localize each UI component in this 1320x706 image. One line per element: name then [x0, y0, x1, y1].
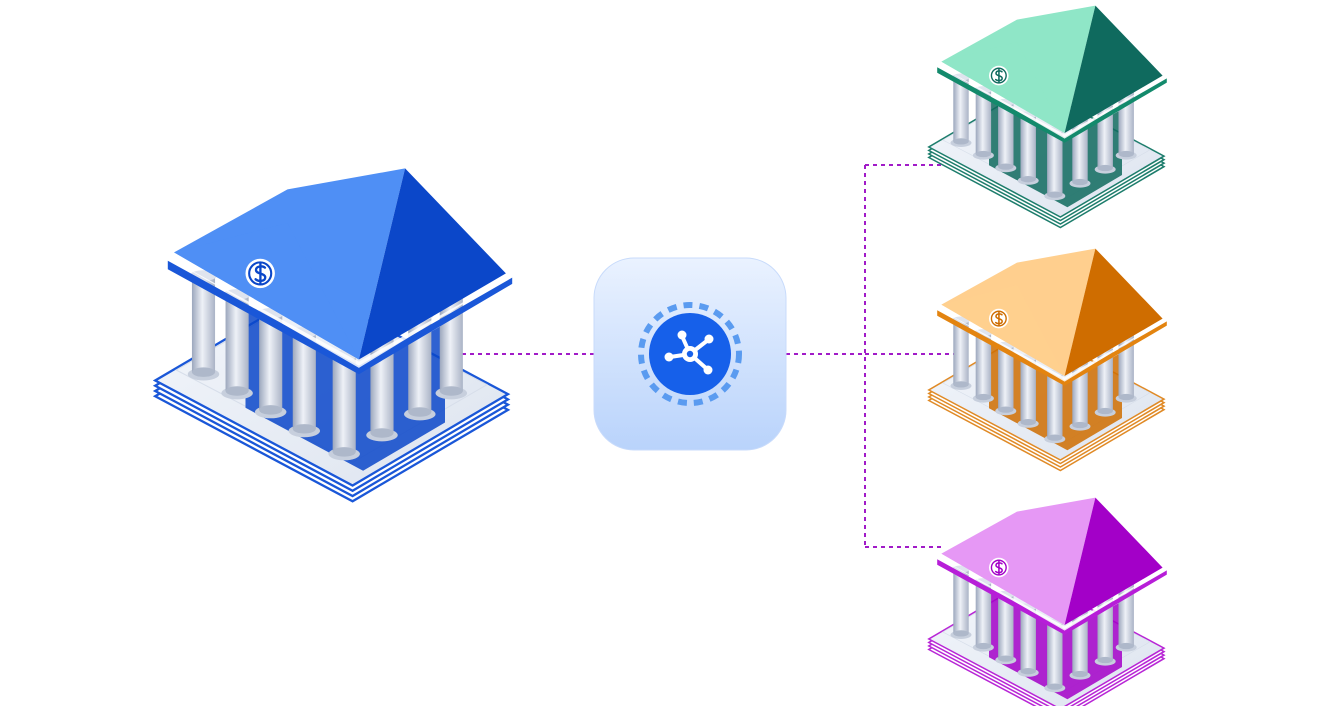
- bank-roof: [937, 248, 1167, 386]
- bank-building-purple[interactable]: [927, 497, 1167, 706]
- dollar-sign-icon: [245, 258, 275, 289]
- dollar-sign-icon: [989, 557, 1009, 578]
- bank-building-main[interactable]: [152, 168, 513, 503]
- bank-roof: [167, 168, 513, 375]
- bank-roof: [937, 5, 1167, 143]
- bank-building-orange[interactable]: [927, 248, 1167, 472]
- bank-columns: [950, 316, 1137, 444]
- dollar-sign-icon: [989, 308, 1009, 329]
- bank-building-green[interactable]: [927, 5, 1167, 229]
- hub-dashed-ring: [638, 302, 742, 406]
- bank-roof: [937, 497, 1167, 635]
- dollar-sign-icon: [989, 65, 1009, 86]
- network-hub[interactable]: [593, 257, 787, 451]
- network-hub-icon: [664, 330, 714, 375]
- bank-buildings: [152, 5, 1167, 706]
